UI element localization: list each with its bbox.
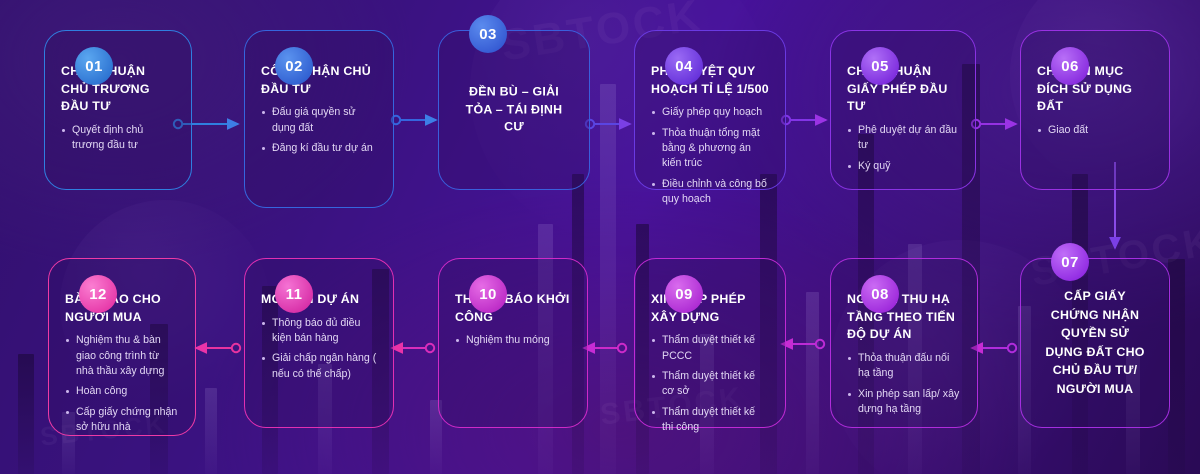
bullet-item: Thẩm duyệt thiết kế PCCC [651,333,769,364]
bullet-item: Cấp giấy chứng nhận sở hữu nhà [65,405,179,436]
step-badge-01: 01 [75,47,113,85]
bullet-item: Điều chỉnh và công bố quy hoạch [651,177,769,208]
step-card-04[interactable]: 04 PHÊ DUYỆT QUY HOẠCH TỈ LỆ 1/500 Giấy … [634,30,786,205]
step-card-12[interactable]: 12 BÀN GIAO CHO NGƯỜI MUA Nghiệm thu & b… [48,258,196,436]
step-badge-08: 08 [861,275,899,313]
bullet-item: Giấy phép quy hoạch [651,105,769,120]
step-badge-04: 04 [665,47,703,85]
connector-07-08 [970,342,1018,354]
step-number: 12 [89,285,107,303]
step-bullets: Thỏa thuận đấu nối hạ tầng Xin phép san … [847,351,961,417]
step-badge-12: 12 [79,275,117,313]
connector-02-03 [390,114,438,126]
step-bullets: Thẩm duyệt thiết kế PCCC Thẩm duyệt thiế… [651,333,769,435]
connector-11-12 [194,342,242,354]
step-number: 10 [479,285,497,303]
connector-09-10 [582,342,628,354]
step-card-08[interactable]: 08 NGHIỆM THU HẠ TẦNG THEO TIẾN ĐỘ DỰ ÁN… [830,258,978,428]
bullet-item: Thẩm duyệt thiết kế thi công [651,405,769,436]
bullet-item: Phê duyệt dự án đầu tư [847,123,959,154]
step-card-03[interactable]: 03 ĐỀN BÙ – GIẢI TỎA – TÁI ĐỊNH CƯ [438,15,590,190]
step-number: 08 [871,285,889,303]
step-card-10[interactable]: 10 THÔNG BÁO KHỞI CÔNG Nghiệm thu móng [438,258,588,428]
bullet-item: Nghiệm thu & bàn giao công trình từ nhà … [65,333,179,379]
connector-04-05 [780,114,828,126]
step-number: 01 [85,57,103,75]
step-badge-03: 03 [469,15,507,53]
connector-01-02 [172,118,240,130]
step-card-06[interactable]: 06 CHUYỂN MỤC ĐÍCH SỬ DỤNG ĐẤT Giao đất [1020,30,1170,190]
bullet-item: Đăng kí đầu tư dự án [261,141,377,156]
step-badge-07: 07 [1051,243,1089,281]
bullet-item: Quyết định chủ trương đầu tư [61,123,175,154]
step-badge-09: 09 [665,275,703,313]
connector-03-04 [584,118,632,130]
step-card-02[interactable]: 02 CÔNG NHẬN CHỦ ĐẦU TƯ Đấu giá quyền sử… [244,30,394,208]
step-card-09[interactable]: 09 XIN GIẤP PHÉP XÂY DỰNG Thẩm duyệt thi… [634,258,786,433]
step-number: 03 [479,25,497,43]
step-badge-10: 10 [469,275,507,313]
step-bullets: Giao đất [1037,123,1153,138]
bullet-item: Thỏa thuận tổng mặt bằng & phương án kiế… [651,126,769,172]
step-number: 11 [285,285,303,303]
bullet-item: Thẩm duyệt thiết kế cơ sở [651,369,769,400]
step-number: 04 [675,57,693,75]
step-badge-02: 02 [275,47,313,85]
bullet-item: Thông báo đủ điều kiện bán hàng [261,316,377,347]
step-badge-11: 11 [275,275,313,313]
bullet-item: Ký quỹ [847,159,959,174]
step-title: ĐỀN BÙ – GIẢI TỎA – TÁI ĐỊNH CƯ [465,84,563,134]
step-number: 05 [871,57,889,75]
step-bullets: Phê duyệt dự án đầu tư Ký quỹ [847,123,959,174]
bullet-item: Hoàn công [65,384,179,399]
step-number: 07 [1061,253,1079,271]
step-number: 09 [675,285,693,303]
step-card-05[interactable]: 05 CHẤP THUẬN GIẤY PHÉP ĐẦU TƯ Phê duyệt… [830,30,976,190]
step-number: 02 [285,57,303,75]
step-bullets: Quyết định chủ trương đầu tư [61,123,175,154]
step-title: CẤP GIẤY CHỨNG NHẬN QUYỀN SỬ DỤNG ĐẤT CH… [1045,289,1145,397]
step-bullets: Giấy phép quy hoạch Thỏa thuận tổng mặt … [651,105,769,207]
bullet-item: Thỏa thuận đấu nối hạ tầng [847,351,961,382]
step-card-01[interactable]: 01 CHẤP THUẬN CHỦ TRƯƠNG ĐẦU TƯ Quyết đị… [44,30,192,190]
connector-10-11 [390,342,436,354]
bullet-item: Đấu giá quyền sử dụng đất [261,105,377,136]
bullet-item: Nghiệm thu móng [455,333,571,348]
step-bullets: Nghiệm thu móng [455,333,571,348]
bullet-item: Giải chấp ngân hàng ( nếu có thế chấp) [261,351,377,382]
connector-08-09 [780,338,826,350]
step-bullets: Thông báo đủ điều kiện bán hàng Giải chấ… [261,316,377,382]
step-card-11[interactable]: 11 MỞ BÁN DỰ ÁN Thông báo đủ điều kiện b… [244,258,394,428]
step-card-07[interactable]: 07 CẤP GIẤY CHỨNG NHẬN QUYỀN SỬ DỤNG ĐẤT… [1020,243,1170,428]
bullet-item: Giao đất [1037,123,1153,138]
step-badge-06: 06 [1051,47,1089,85]
connector-05-06 [970,118,1018,130]
step-number: 06 [1061,57,1079,75]
step-bullets: Nghiệm thu & bàn giao công trình từ nhà … [65,333,179,435]
step-badge-05: 05 [861,47,899,85]
step-bullets: Đấu giá quyền sử dụng đất Đăng kí đầu tư… [261,105,377,156]
bullet-item: Xin phép san lấp/ xây dựng hạ tầng [847,387,961,418]
